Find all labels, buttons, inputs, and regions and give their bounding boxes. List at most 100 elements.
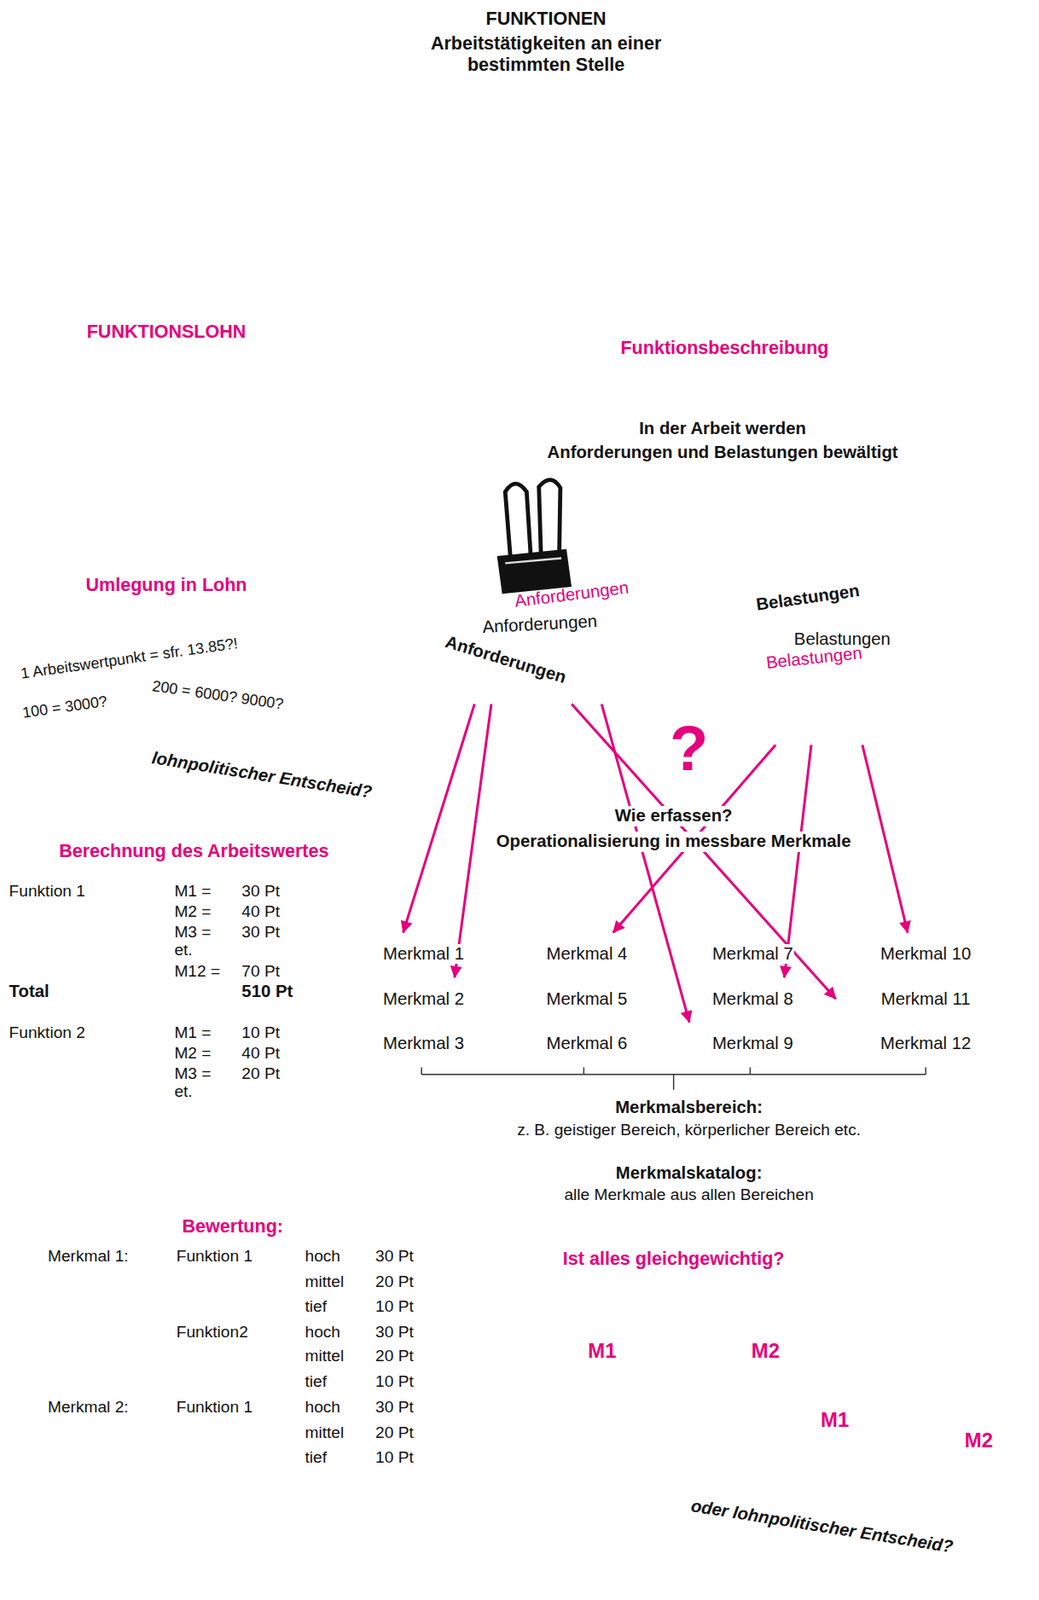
label-text-holder: et. bbox=[173, 940, 193, 960]
label-text: alle Merkmale aus allen Bereichen bbox=[563, 1185, 814, 1205]
label-text-holder: alle Merkmale aus allen Bereichen bbox=[563, 1185, 814, 1205]
calculator-drawing bbox=[72, 1040, 123, 1062]
coin-stack bbox=[61, 525, 128, 533]
coin-stack bbox=[115, 505, 181, 525]
truck-drawing bbox=[272, 270, 289, 287]
bracket-line bbox=[420, 1067, 422, 1074]
audience-silhouette bbox=[301, 1469, 656, 1600]
label-text-holder: mittel bbox=[304, 1272, 346, 1292]
checkbox bbox=[286, 1352, 298, 1364]
label-text-holder: oder lohnpolitischer Entscheid? bbox=[689, 1496, 956, 1558]
label-text-holder: 100 = 3000? bbox=[20, 691, 110, 722]
label-text-holder: Funktion 1 bbox=[8, 882, 87, 901]
label-text-holder: 40 Pt bbox=[240, 902, 281, 922]
label-text-holder: M1 = bbox=[173, 1023, 212, 1043]
clipboard-drawing bbox=[861, 255, 990, 338]
scale-pan: M2 bbox=[717, 1308, 815, 1407]
lightning-bolt bbox=[306, 729, 374, 817]
factory-drawing bbox=[97, 167, 337, 244]
label-text-holder: 20 Pt bbox=[374, 1423, 415, 1443]
truck-drawing bbox=[198, 188, 317, 235]
truck-drawing bbox=[129, 273, 146, 291]
calculator-drawing bbox=[9, 1062, 197, 1183]
factory-drawing bbox=[97, 149, 337, 227]
node-text-holder: Anforderungen bbox=[481, 611, 598, 638]
feature-area-panel: Merkmalsbereich:z. B. geistiger Bereich,… bbox=[326, 899, 1039, 1151]
computer-drawing bbox=[336, 253, 462, 262]
edge-arrow bbox=[862, 744, 908, 933]
label-text: Merkmalskatalog: bbox=[615, 1163, 764, 1184]
label-text: mittel bbox=[304, 1272, 346, 1292]
label-text: Funktion 1 bbox=[175, 1247, 254, 1266]
coin-stack bbox=[115, 486, 181, 505]
label-text-holder: Umlegung in Lohn bbox=[85, 574, 249, 597]
label-text: Anforderungen und Belastungen bewältigt bbox=[546, 442, 900, 463]
label-text: 510 Pt bbox=[240, 981, 294, 1002]
feature-name: Merkmal 9 bbox=[711, 1033, 795, 1054]
coin-stack bbox=[61, 516, 128, 535]
label-text: 100 = 3000? bbox=[20, 691, 110, 722]
people-silhouette bbox=[737, 119, 764, 146]
label-text-holder: 30 Pt bbox=[374, 1398, 415, 1417]
bracket-line bbox=[421, 1073, 926, 1075]
label-text: tief bbox=[304, 1372, 329, 1392]
clipboard-drawing bbox=[773, 126, 1013, 370]
node-text-holder: Anforderungen bbox=[443, 632, 569, 688]
truck-drawing bbox=[107, 203, 182, 288]
label-text-holder: Funktion 2 bbox=[8, 1023, 87, 1043]
audience-silhouette bbox=[453, 1515, 567, 1600]
bracket-line bbox=[673, 1074, 674, 1091]
feature-shape: Merkmal 3 bbox=[342, 1022, 505, 1066]
label-text-holder: Merkmal 2: bbox=[46, 1398, 130, 1417]
coin-stack bbox=[61, 475, 128, 495]
feature-name: Merkmal 10 bbox=[879, 944, 972, 964]
factory-drawing bbox=[5, 107, 337, 192]
label-text: 30 Pt bbox=[374, 1398, 415, 1417]
edge-arrow bbox=[783, 744, 812, 978]
wheelbarrow-drawing bbox=[400, 304, 411, 346]
label-text-holder: Funktion2 bbox=[175, 1323, 250, 1342]
label-text-holder: Funktion 1 bbox=[175, 1398, 254, 1417]
computer-drawing bbox=[412, 214, 455, 235]
checkbox bbox=[286, 1252, 298, 1465]
label-text: lohnpolitischer Entscheid? bbox=[150, 748, 375, 803]
truck-drawing bbox=[152, 255, 337, 282]
label-text: 40 Pt bbox=[240, 1044, 281, 1063]
coin-stack bbox=[61, 495, 128, 515]
feature-shape: Merkmal 8 bbox=[673, 977, 832, 1021]
node-text-holder: Merkmalsbereich: bbox=[615, 1097, 763, 1118]
label-text: M3 = bbox=[173, 1064, 212, 1084]
coin-stack bbox=[6, 518, 64, 540]
pan-label: M1 bbox=[820, 1408, 849, 1433]
label-text-holder: Anforderungen und Belastungen bewältigt bbox=[546, 442, 900, 463]
coin-stack bbox=[61, 435, 128, 454]
coin-stack bbox=[61, 486, 128, 505]
node-text: Belastungen bbox=[754, 580, 861, 616]
label-text: et. bbox=[173, 1082, 193, 1102]
label-text: FUNKTIONSLOHN bbox=[86, 321, 248, 343]
label-text-holder: Ist alles gleichgewichtig? bbox=[562, 1248, 786, 1271]
label-text-holder: mittel bbox=[304, 1423, 346, 1443]
label-text: tief bbox=[304, 1448, 329, 1468]
label-text: 20 Pt bbox=[374, 1346, 415, 1366]
factory-drawing bbox=[260, 79, 353, 174]
feature-name: Merkmal 8 bbox=[711, 989, 795, 1010]
computer-drawing bbox=[379, 178, 421, 215]
scale-beam bbox=[835, 1377, 980, 1399]
coin-stack bbox=[6, 435, 180, 562]
node-text-holder: Belastungen bbox=[794, 629, 891, 650]
feature-name: Merkmal 11 bbox=[880, 989, 972, 1010]
calculator-drawing bbox=[91, 1072, 175, 1101]
bracket-line bbox=[421, 1067, 926, 1090]
label-text: 1 Arbeitswertpunkt = sfr. 13.85?! bbox=[18, 634, 240, 683]
coin-stack bbox=[61, 443, 128, 451]
coin-stack bbox=[115, 525, 181, 533]
scale-beam bbox=[905, 1355, 907, 1388]
truck-drawing bbox=[117, 261, 159, 302]
coin-stack bbox=[61, 474, 128, 482]
label-text: M2 = bbox=[173, 902, 212, 922]
pan-label: M1 bbox=[587, 1339, 616, 1364]
label-text: mittel bbox=[304, 1423, 346, 1443]
label-text: 30 Pt bbox=[240, 922, 281, 942]
